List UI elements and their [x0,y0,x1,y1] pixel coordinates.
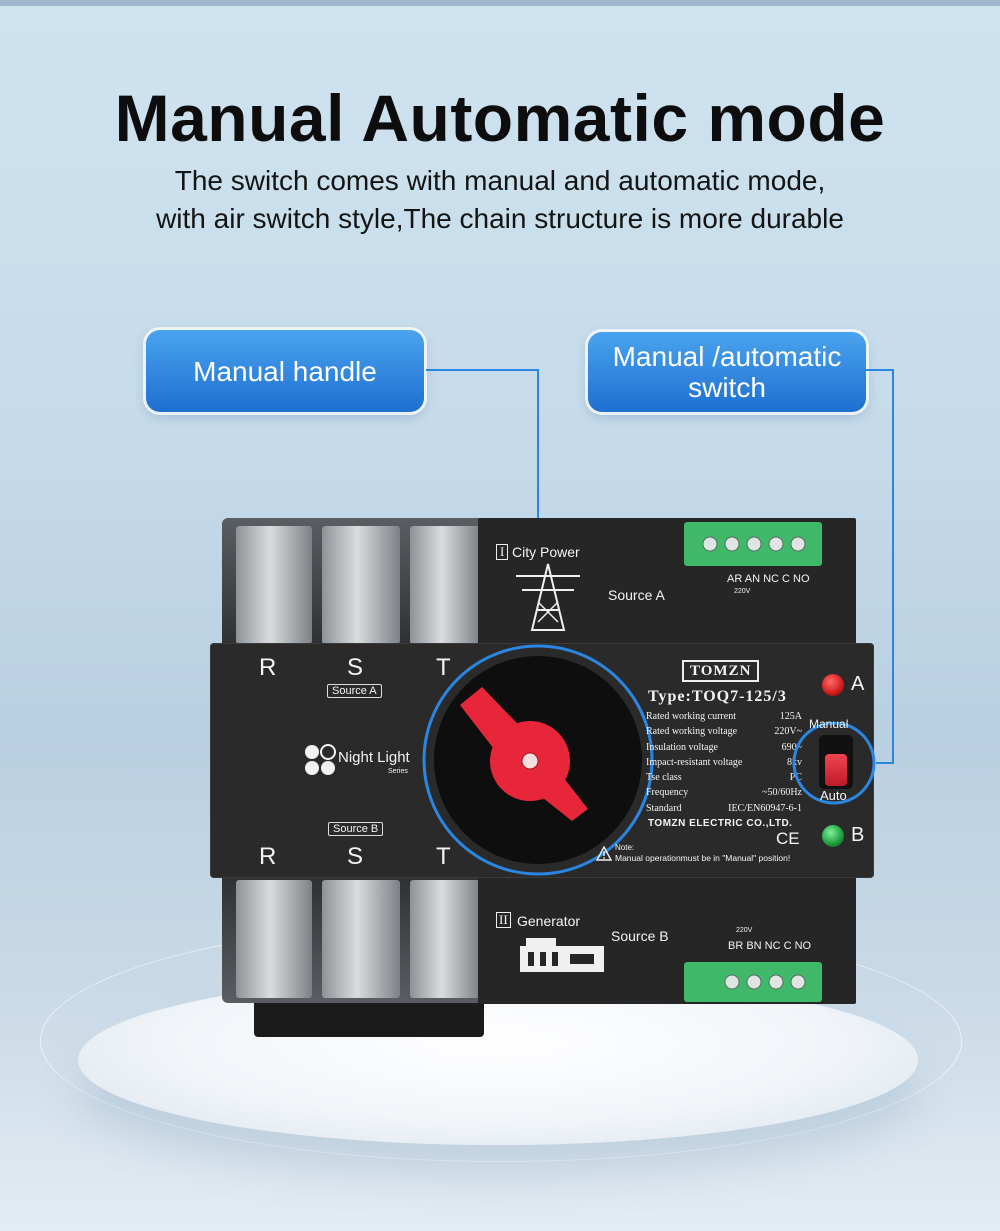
leader-line-switch [866,369,894,764]
source-a-label: Source A [608,587,665,603]
generator-icon [520,938,604,972]
indicator-b-label: B [851,824,865,846]
spec-value: 690~ [781,741,802,753]
generator-number: II [496,912,511,928]
mode-switch-highlight [792,722,876,805]
spec-name: Impact-resistant voltage [646,756,743,768]
callout-manual-auto-switch: Manual /automatic switch [588,332,866,412]
callout-manual-handle-text: Manual handle [193,355,377,387]
lower-terminal-slot-2 [322,880,400,998]
indicator-b-light [822,825,844,847]
bottom-terminal-labels: BR BN NC C NO [728,940,812,952]
power-tower-icon [516,563,580,631]
top-terminal-labels: AR AN NC C NO [727,573,810,585]
spec-value: 125A [779,711,802,722]
spec-row: Rated working voltage 220V~ [646,726,802,741]
phase-r-bottom: R [259,843,277,870]
upper-terminal-slot-3 [410,526,480,644]
manual-handle[interactable] [452,683,602,833]
indicator-a-label: A [851,673,865,695]
bottom-terminal-screws [724,974,806,990]
spec-value: 220V~ [774,726,802,738]
handle-highlight-circle [422,644,654,876]
phase-t-bottom: T [436,843,451,870]
subtitle-line-2: with air switch style,The chain structur… [156,203,844,234]
spec-value: ~50/60Hz [762,787,802,799]
spec-name: Standard [646,802,682,814]
note-text: Manual operationmust be in "Manual" posi… [615,853,791,863]
subtitle-line-1: The switch comes with manual and automat… [174,165,826,196]
page-title: Manual Automatic mode [114,81,886,155]
spec-name: Insulation voltage [646,741,718,753]
ce-mark: CE [776,829,800,848]
source-b-tag: Source B [328,822,384,836]
source-b-label: Source B [611,928,669,944]
spec-row: Insulation voltage 690~ [646,742,802,757]
callout-manual-handle: Manual handle [146,330,424,412]
mode-switch-toggle[interactable] [825,754,847,786]
brand-sub: Series [388,768,408,775]
spec-name: Frequency [646,787,689,799]
source-a-tag: Source A [327,684,382,698]
brand-mark: Night Light [338,749,410,766]
upper-terminal-slot-1 [236,526,312,644]
bottom-voltage: 220V [736,927,753,934]
top-terminal-screws [702,536,806,552]
indicator-a-light [822,674,844,696]
spec-row: Rated working current 125A [646,711,802,726]
spec-name: Tse class [646,772,682,784]
company-name: TOMZN ELECTRIC CO.,LTD. [648,818,793,829]
model-type: Type:TOQ7-125/3 [648,688,787,705]
phase-s-top: S [347,654,364,681]
note-title: Note: [615,843,635,852]
spec-table: Rated working current 125A Rated working … [646,711,802,818]
generator-label: Generator [517,913,581,929]
top-border [0,0,1000,6]
warning-icon [596,846,612,861]
spec-value: IEC/EN60947-6-1 [728,802,802,814]
phase-t-top: T [436,654,451,681]
spec-row: Frequency ~50/60Hz [646,787,802,802]
switch-auto-label: Auto [820,788,847,803]
lower-terminal-slot-3 [410,880,480,998]
spec-name: Rated working current [646,711,736,722]
top-voltage: 220V [734,588,751,595]
city-power-label: City Power [512,544,580,560]
spec-row: Standard IEC/EN60947-6-1 [646,803,802,818]
city-power-number: I [496,544,509,560]
spec-name: Rated working voltage [646,726,738,738]
brand-logo: TOMZN [682,660,760,682]
phase-r-top: R [259,654,277,681]
switch-manual-label: Manual [809,717,849,731]
callout-right-line-1: Manual /automatic [612,341,842,372]
upper-terminal-slot-2 [322,526,400,644]
callout-right-line-2: switch [688,372,766,403]
phase-s-bottom: S [347,843,364,870]
night-light-logo-icon [305,744,336,775]
lower-terminal-slot-1 [236,880,312,998]
